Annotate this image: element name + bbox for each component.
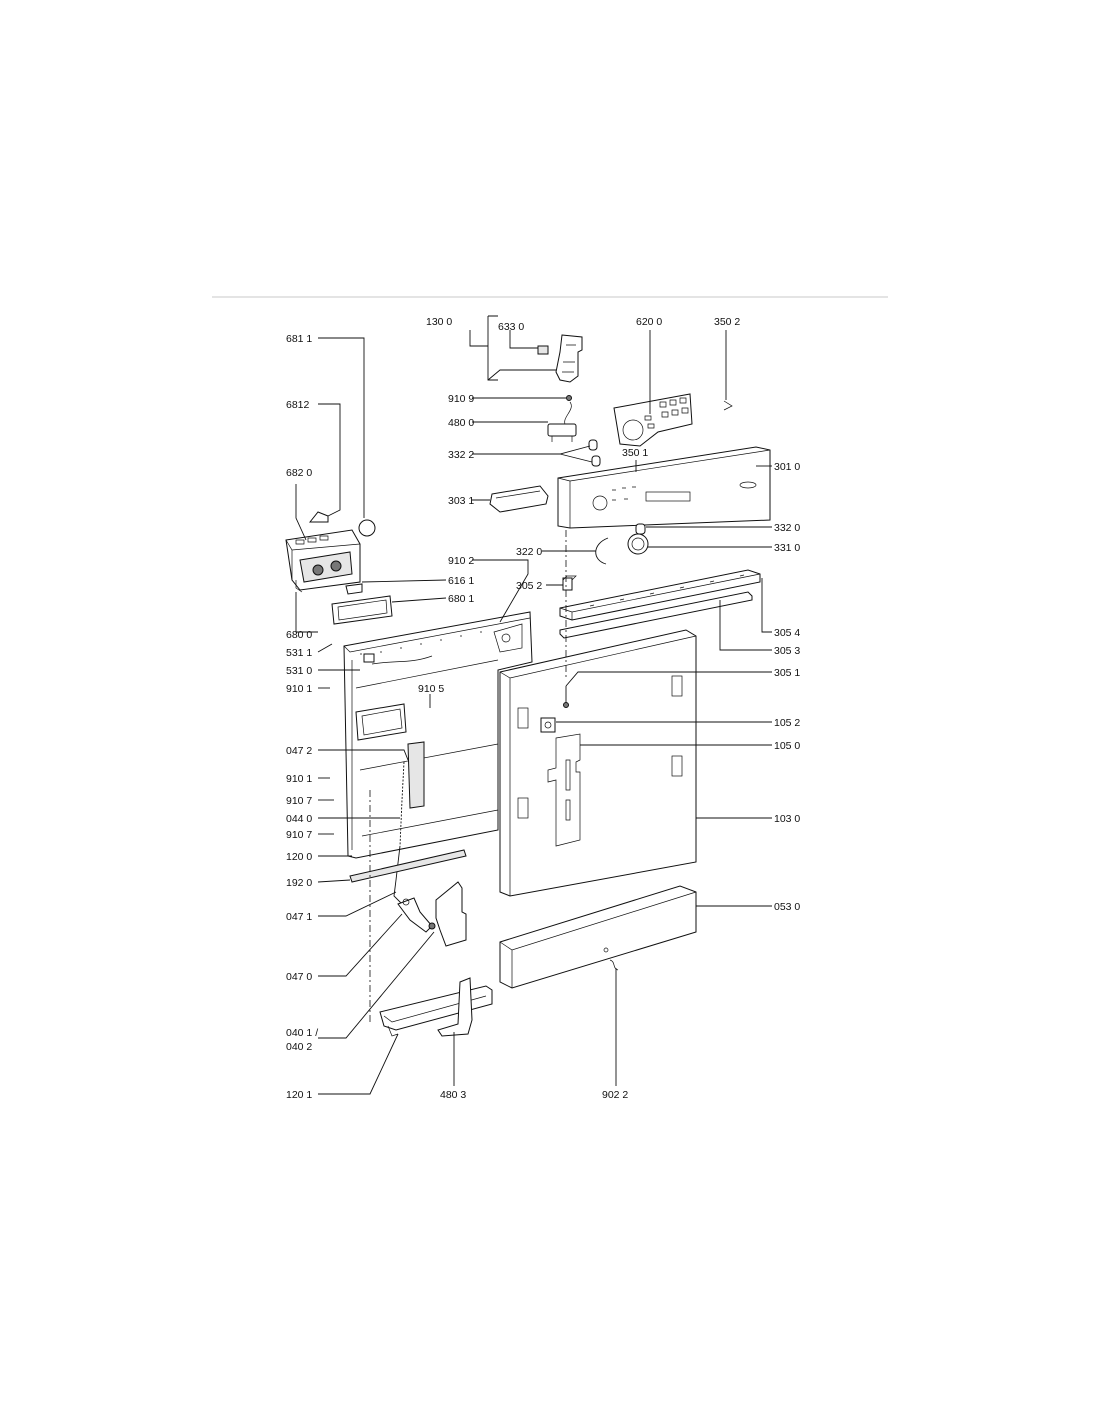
part-cable-connector bbox=[547, 401, 577, 442]
label-5311: 531 1 bbox=[286, 647, 312, 659]
label-3220: 322 0 bbox=[516, 546, 542, 558]
part-pin-3051 bbox=[563, 686, 569, 708]
part-handle-grip bbox=[489, 485, 549, 513]
part-outer-door bbox=[499, 629, 697, 897]
label-9107-top: 910 7 bbox=[286, 795, 312, 807]
label-9105: 910 5 bbox=[418, 683, 444, 695]
label-0530: 053 0 bbox=[774, 901, 800, 913]
label-0401: 040 1 / bbox=[286, 1027, 318, 1039]
label-3322: 332 2 bbox=[448, 449, 474, 461]
label-1200: 120 0 bbox=[286, 851, 312, 863]
part-inner-door bbox=[343, 611, 533, 859]
part-disc-6811 bbox=[358, 519, 376, 537]
label-0402: 040 2 bbox=[286, 1041, 312, 1053]
label-9022: 902 2 bbox=[602, 1089, 628, 1101]
label-3310: 331 0 bbox=[774, 542, 800, 554]
part-hose-cable bbox=[393, 845, 405, 907]
label-1050: 105 0 bbox=[774, 740, 800, 752]
label-6161: 616 1 bbox=[448, 575, 474, 587]
part-top-rails bbox=[559, 569, 761, 639]
part-cap-6812 bbox=[308, 511, 329, 523]
part-foot-bracket bbox=[437, 977, 473, 1037]
label-5310: 531 0 bbox=[286, 665, 312, 677]
label-4800: 480 0 bbox=[448, 417, 474, 429]
label-3502: 350 2 bbox=[714, 316, 740, 328]
label-4803: 480 3 bbox=[440, 1089, 466, 1101]
label-6811: 681 1 bbox=[286, 333, 312, 345]
label-0472: 047 2 bbox=[286, 745, 312, 757]
part-strip-1920 bbox=[349, 849, 467, 883]
part-control-panel bbox=[557, 446, 771, 529]
part-spring-arc bbox=[595, 537, 609, 565]
label-3031: 303 1 bbox=[448, 495, 474, 507]
label-0471: 047 1 bbox=[286, 911, 312, 923]
label-0470: 047 0 bbox=[286, 971, 312, 983]
label-1052: 105 2 bbox=[774, 717, 800, 729]
label-3320: 332 0 bbox=[774, 522, 800, 534]
part-dispenser bbox=[285, 529, 361, 593]
label-3501: 350 1 bbox=[622, 447, 648, 459]
part-hinge-lever bbox=[397, 897, 433, 933]
label-1201: 120 1 bbox=[286, 1089, 312, 1101]
label-3010: 301 0 bbox=[774, 461, 800, 473]
label-6200: 620 0 bbox=[636, 316, 662, 328]
label-1030: 103 0 bbox=[774, 813, 800, 825]
part-knobs-3322 bbox=[588, 439, 601, 467]
label-9101-mid: 910 1 bbox=[286, 773, 312, 785]
label-9101-top: 910 1 bbox=[286, 683, 312, 695]
leader-lines bbox=[295, 315, 772, 1095]
label-3051: 305 1 bbox=[774, 667, 800, 679]
label-6812: 6812 bbox=[286, 399, 310, 411]
label-9107-bottom: 910 7 bbox=[286, 829, 312, 841]
part-knob-3320 bbox=[635, 523, 646, 535]
label-1920: 192 0 bbox=[286, 877, 312, 889]
label-3053: 305 3 bbox=[774, 645, 800, 657]
label-3054: 305 4 bbox=[774, 627, 800, 639]
part-hinge-assembly bbox=[537, 334, 583, 383]
part-plinth bbox=[499, 885, 697, 989]
part-6161 bbox=[345, 583, 363, 595]
label-9102: 910 2 bbox=[448, 555, 474, 567]
label-0440: 044 0 bbox=[286, 813, 312, 825]
label-6330: 633 0 bbox=[498, 321, 524, 333]
part-hinge-plate bbox=[428, 881, 467, 947]
part-clip-3502 bbox=[723, 400, 733, 411]
label-6820: 682 0 bbox=[286, 467, 312, 479]
label-9109: 910 9 bbox=[448, 393, 474, 405]
part-screw-9109 bbox=[566, 395, 572, 401]
label-3052: 305 2 bbox=[516, 580, 542, 592]
label-6800: 680 0 bbox=[286, 629, 312, 641]
part-electronic-board bbox=[613, 393, 693, 447]
part-bracket-3052 bbox=[562, 575, 577, 591]
part-gasket-6801 bbox=[331, 595, 393, 625]
part-dial-3310 bbox=[627, 533, 649, 555]
label-6801: 680 1 bbox=[448, 593, 474, 605]
part-bottom-panel bbox=[379, 985, 493, 1037]
label-1300: 130 0 bbox=[426, 316, 452, 328]
